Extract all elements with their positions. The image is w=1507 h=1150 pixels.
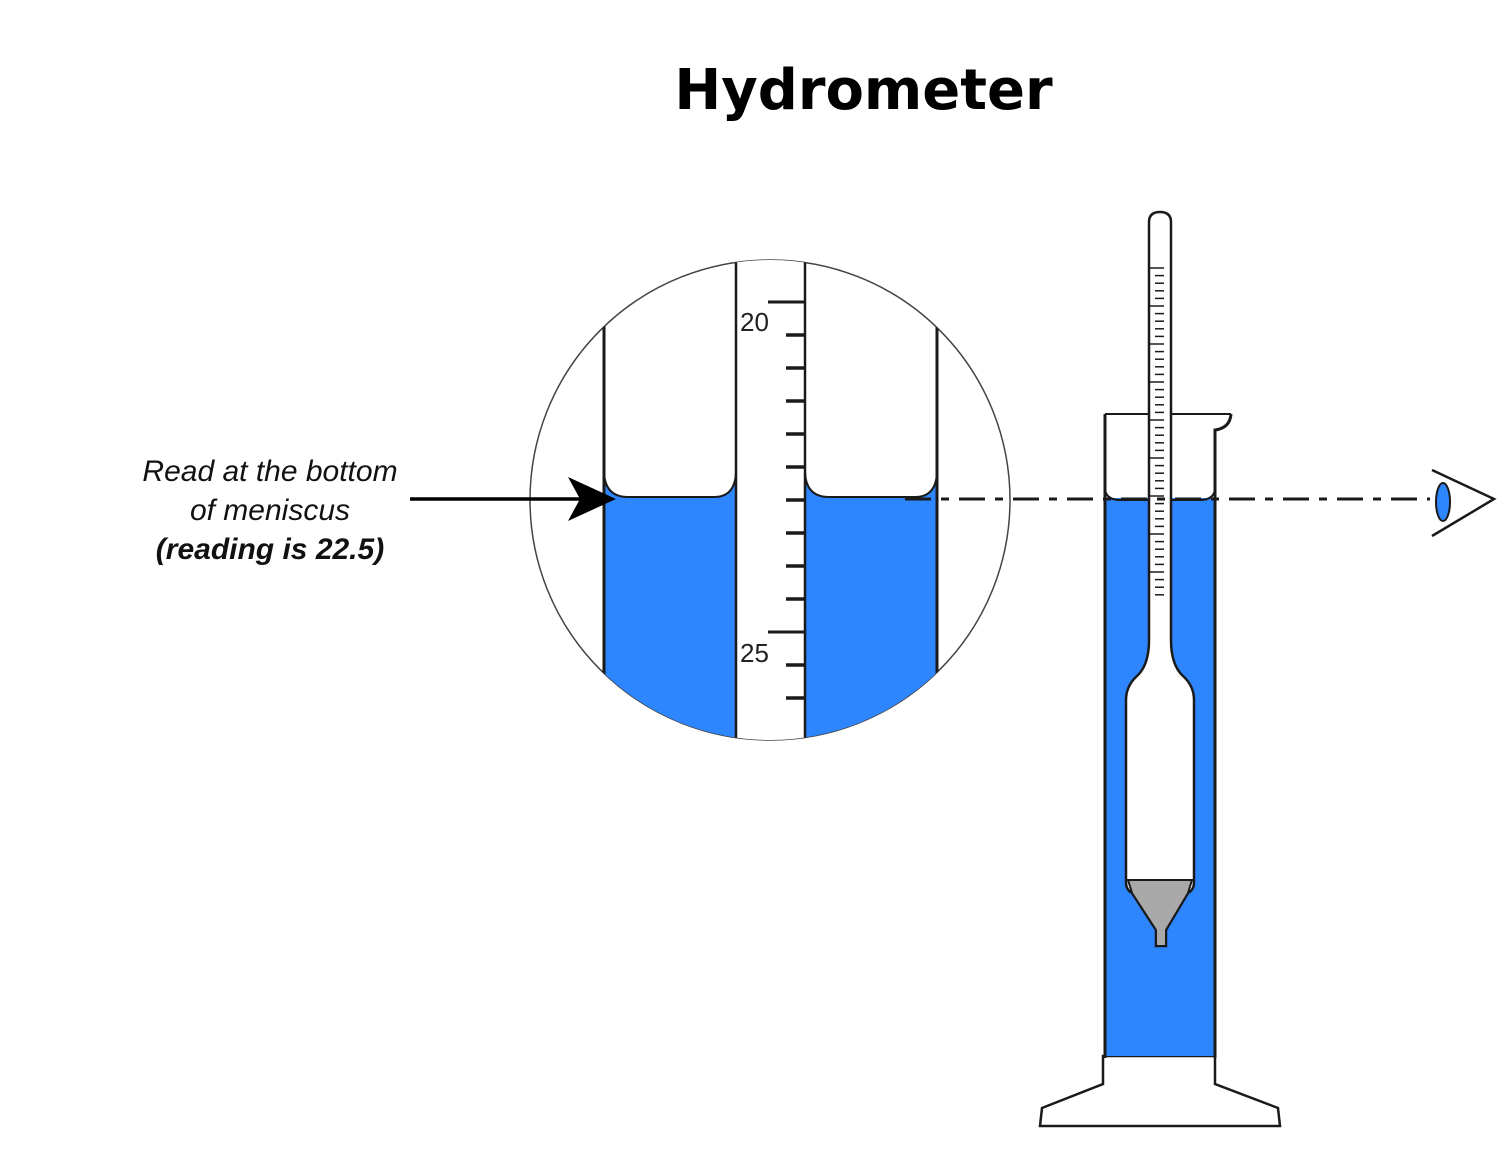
scale-label-20: 20 xyxy=(740,307,769,337)
meniscus-right xyxy=(804,469,938,498)
meniscus-left xyxy=(603,469,737,498)
caption-line-1: Read at the bottom xyxy=(142,455,398,488)
arrow-right-icon xyxy=(410,477,616,521)
eye-iris xyxy=(1435,482,1451,522)
diagram-title: Hydrometer xyxy=(674,58,1053,123)
eye-icon xyxy=(1431,468,1497,538)
meniscus-caption: Read at the bottom of meniscus (reading … xyxy=(100,452,440,569)
liquid-right xyxy=(805,470,937,740)
hydrometer xyxy=(1124,210,1196,948)
cylinder-wall-right xyxy=(1213,413,1233,1058)
eye-lids xyxy=(1431,468,1497,538)
caption-reading: (reading is 22.5) xyxy=(155,533,385,566)
hydrometer-scale-ticks xyxy=(1150,267,1164,596)
liquid-left xyxy=(604,470,736,740)
magnified-view: 20 25 xyxy=(529,259,1011,741)
cylinder-base xyxy=(1038,1054,1282,1128)
caption-line-2: of meniscus xyxy=(189,494,351,527)
scale-label-25: 25 xyxy=(740,638,769,668)
arrow-head xyxy=(568,477,616,521)
hydrometer-weight xyxy=(1126,879,1194,947)
stem-scale-ticks xyxy=(768,300,805,700)
